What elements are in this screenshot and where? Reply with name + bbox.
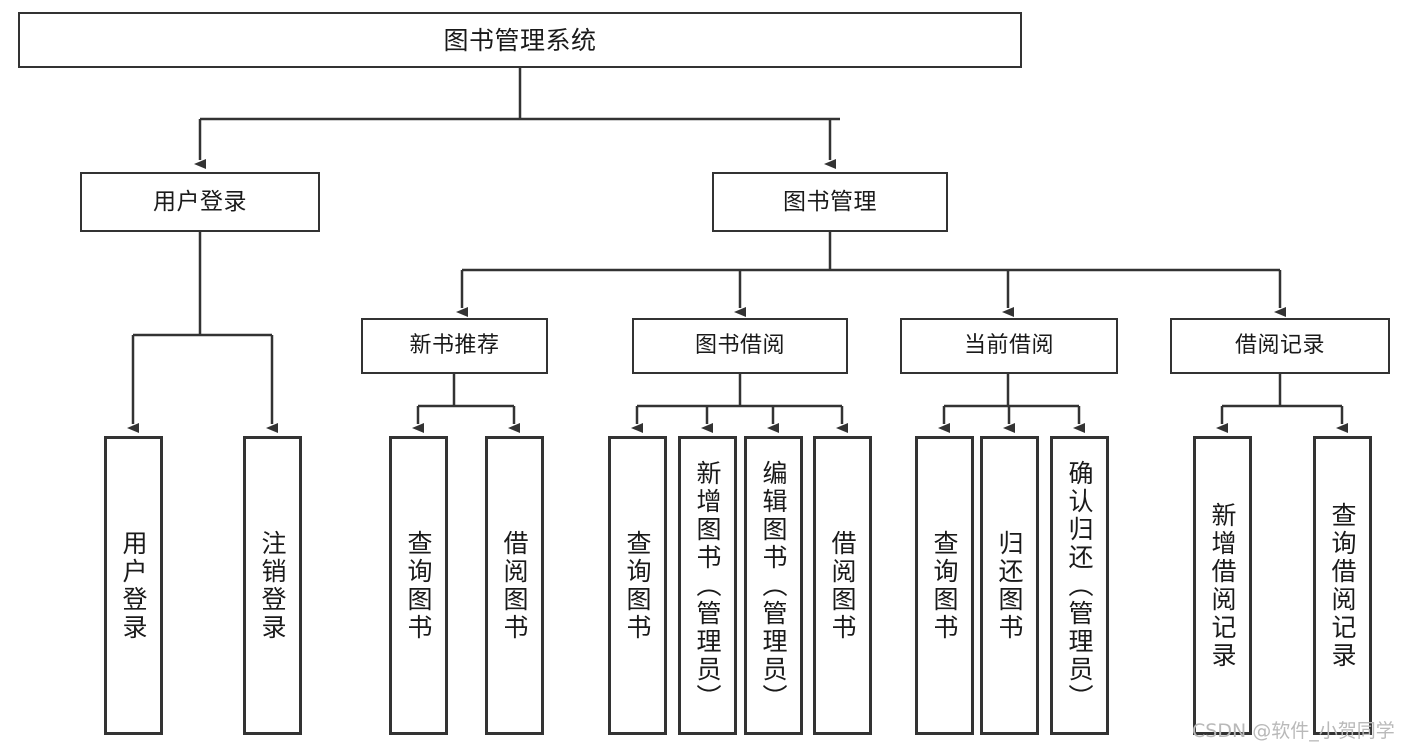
node-leaf-query-book-current[interactable]: 查询图书	[915, 436, 974, 735]
node-root[interactable]: 图书管理系统	[18, 12, 1022, 68]
node-leaf-borrow-book[interactable]: 借阅图书	[813, 436, 872, 735]
node-user-login-label: 用户登录	[153, 188, 247, 215]
node-current-borrow[interactable]: 当前借阅	[900, 318, 1118, 374]
node-leaf-borrow-book-rec-label: 借阅图书	[500, 529, 529, 642]
node-leaf-query-record-label: 查询借阅记录	[1328, 501, 1357, 670]
node-leaf-user-logout-label: 注销登录	[258, 529, 287, 642]
node-book-borrow-label: 图书借阅	[694, 333, 785, 359]
node-leaf-query-book-current-label: 查询图书	[930, 529, 959, 642]
node-borrow-records[interactable]: 借阅记录	[1170, 318, 1390, 374]
node-leaf-query-book-rec-label: 查询图书	[404, 529, 433, 642]
node-leaf-user-login[interactable]: 用户登录	[104, 436, 163, 735]
node-book-manage-label: 图书管理	[783, 188, 877, 215]
node-leaf-query-book-borrow-label: 查询图书	[623, 529, 652, 642]
node-leaf-query-book-borrow[interactable]: 查询图书	[608, 436, 667, 735]
csdn-watermark: CSDN @软件_小贺同学	[1192, 720, 1395, 742]
node-book-manage[interactable]: 图书管理	[712, 172, 948, 232]
node-leaf-return-book[interactable]: 归还图书	[980, 436, 1039, 735]
node-book-borrow[interactable]: 图书借阅	[632, 318, 848, 374]
node-leaf-user-login-label: 用户登录	[119, 529, 148, 642]
node-leaf-add-record[interactable]: 新增借阅记录	[1193, 436, 1252, 735]
node-borrow-records-label: 借阅记录	[1234, 333, 1325, 359]
node-leaf-query-record[interactable]: 查询借阅记录	[1313, 436, 1372, 735]
node-leaf-add-record-label: 新增借阅记录	[1208, 501, 1237, 670]
node-leaf-confirm-return-label: 确认归还（管理员）	[1065, 459, 1094, 712]
node-new-book-recommend-label: 新书推荐	[409, 333, 500, 359]
node-leaf-query-book-rec[interactable]: 查询图书	[389, 436, 448, 735]
node-current-borrow-label: 当前借阅	[963, 333, 1054, 359]
node-new-book-recommend[interactable]: 新书推荐	[361, 318, 548, 374]
node-leaf-add-book[interactable]: 新增图书（管理员）	[678, 436, 737, 735]
node-leaf-edit-book[interactable]: 编辑图书（管理员）	[744, 436, 803, 735]
node-root-label: 图书管理系统	[443, 25, 597, 55]
node-leaf-add-book-label: 新增图书（管理员）	[693, 459, 722, 712]
node-leaf-confirm-return[interactable]: 确认归还（管理员）	[1050, 436, 1109, 735]
node-leaf-return-book-label: 归还图书	[995, 529, 1024, 642]
node-leaf-borrow-book-rec[interactable]: 借阅图书	[485, 436, 544, 735]
node-leaf-edit-book-label: 编辑图书（管理员）	[759, 459, 788, 712]
node-leaf-borrow-book-label: 借阅图书	[828, 529, 857, 642]
node-user-login[interactable]: 用户登录	[80, 172, 320, 232]
node-leaf-user-logout[interactable]: 注销登录	[243, 436, 302, 735]
